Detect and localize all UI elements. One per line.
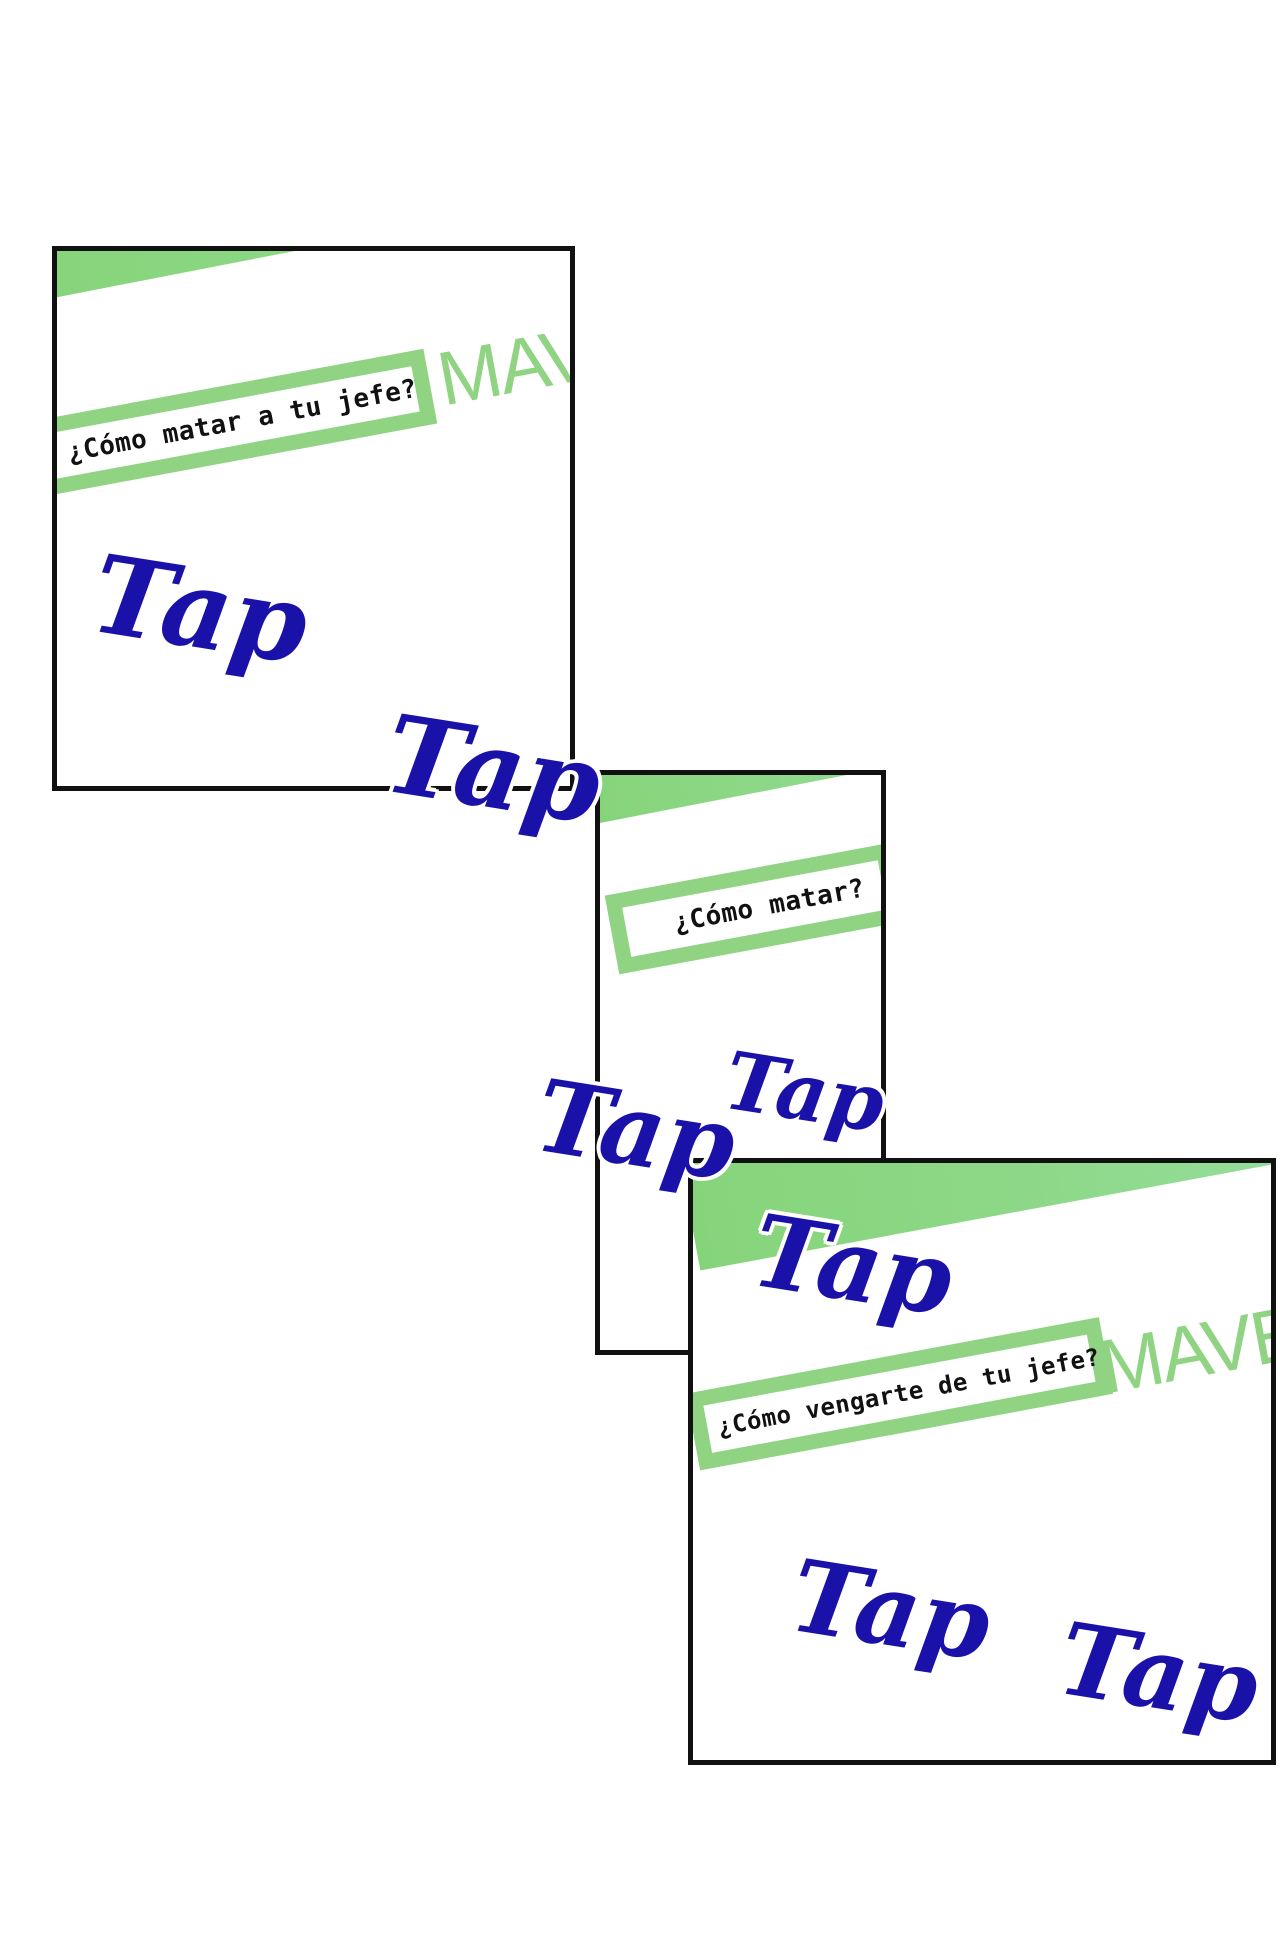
search-query-text: ¿Cómo matar? [671, 873, 868, 939]
tap-sound-effect: Tap [83, 531, 317, 690]
search-bar: ¿Cómo vengarte de tu jefe? [693, 1317, 1114, 1471]
search-bar: ¿Cómo matar a tu jefe? [57, 348, 438, 497]
green-header-band [600, 775, 881, 824]
brand-logo-text: MAVE [1093, 1289, 1276, 1411]
tap-sound-effect: Tap [1050, 1599, 1267, 1747]
comic-panel-1: ¿Cómo matar a tu jefe? MAV [52, 246, 575, 791]
tap-sound-effect: Tap [782, 1536, 999, 1684]
search-bar: ¿Cómo matar? [604, 842, 881, 975]
tap-sound-effect: Tap [527, 1056, 744, 1204]
tap-sound-effect: Tap [718, 1033, 891, 1151]
tap-sound-effect: Tap [744, 1191, 961, 1339]
tap-sound-effect: Tap [376, 691, 610, 850]
search-query-text: ¿Cómo matar a tu jefe? [64, 373, 420, 469]
brand-logo-text: MAV [431, 310, 575, 423]
green-header-band [57, 251, 570, 299]
comic-panel-3: ¿Cómo vengarte de tu jefe? MAVE [688, 1158, 1276, 1765]
search-query-text: ¿Cómo vengarte de tu jefe? [715, 1342, 1103, 1442]
